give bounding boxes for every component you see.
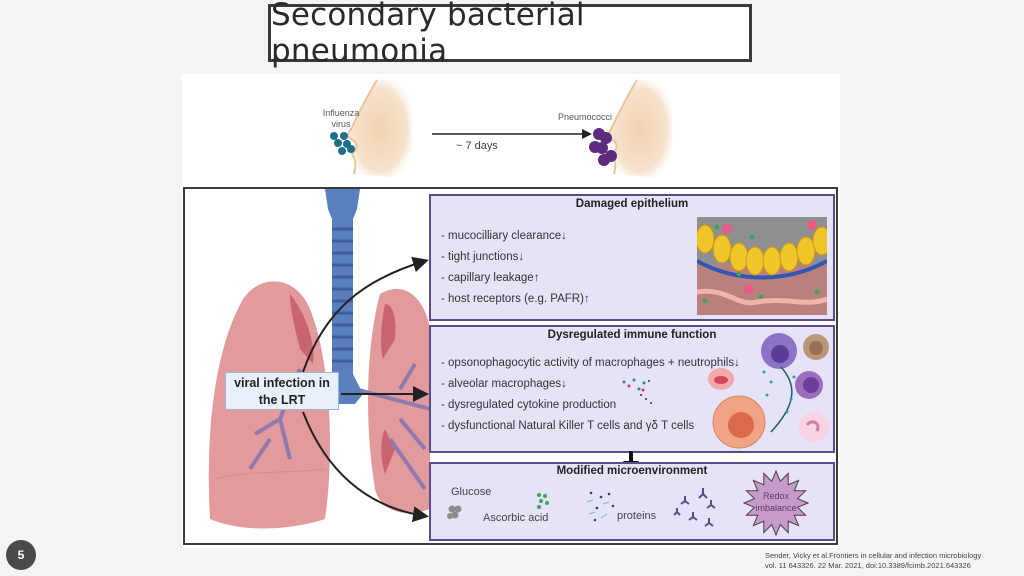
glucose-icon bbox=[447, 505, 462, 519]
citation: Sender, Vicky et al.Frontiers in cellula… bbox=[765, 551, 982, 570]
slide-number: 5 bbox=[6, 540, 36, 570]
pathogenesis-panel: viral infection in the LRT Damaged epith… bbox=[183, 187, 838, 545]
pneumococci-label: Pneumococci bbox=[558, 112, 613, 122]
arrow-to-epithelium bbox=[302, 256, 429, 373]
ascorbic-acid-label: Ascorbic acid bbox=[483, 512, 549, 524]
immune-item: - alveolar macrophages↓ bbox=[441, 378, 567, 390]
epithelium-item: - capillary leakage↑ bbox=[441, 272, 540, 284]
arrow-to-microenvironment bbox=[302, 411, 429, 523]
influenza-virus-icon bbox=[330, 132, 355, 155]
cytokine-icon bbox=[622, 378, 652, 404]
immune-function-title: Dysregulated immune function bbox=[547, 329, 717, 341]
transmission-panel: Influenza virus ~ 7 days Pneumococci bbox=[182, 74, 840, 182]
microenvironment-title: Modified microenvironment bbox=[556, 465, 708, 477]
glucose-label: Glucose bbox=[451, 486, 492, 498]
time-interval-label: ~ 7 days bbox=[456, 140, 498, 152]
viral-infection-lrt-label: viral infection in the LRT bbox=[225, 372, 339, 410]
damaged-epithelium-box: Damaged epithelium - mucocilliary cleara… bbox=[429, 194, 835, 321]
right-lung-icon bbox=[354, 288, 431, 513]
pneumococci-icon bbox=[589, 128, 617, 166]
immune-function-box: Dysregulated immune function - opsonopha… bbox=[429, 325, 835, 453]
influenza-label: Influenza virus bbox=[322, 108, 360, 129]
immune-item: - dysfunctional Natural Killer T cells a… bbox=[441, 420, 695, 432]
antibodies-icon bbox=[673, 488, 716, 527]
figure: Influenza virus ~ 7 days Pneumococci bbox=[182, 74, 840, 548]
slide-title-box: Secondary bacterial pneumonia bbox=[268, 0, 752, 69]
immune-item: - opsonophagocytic activity of macrophag… bbox=[441, 357, 740, 369]
nose-left-icon bbox=[345, 79, 412, 179]
redox-imbalance-label: Redox imbalance bbox=[755, 491, 797, 513]
proteins-label: proteins bbox=[617, 510, 657, 522]
ascorbic-acid-icon bbox=[537, 493, 549, 509]
immune-item: - dysregulated cytokine production bbox=[441, 399, 617, 411]
immune-cells-illustration bbox=[708, 333, 829, 449]
redox-starburst-icon bbox=[743, 470, 809, 536]
epithelium-item: - mucocilliary clearance↓ bbox=[441, 230, 567, 242]
epithelium-illustration bbox=[697, 217, 827, 315]
microenvironment-box: Modified microenvironment Glucose Ascorb… bbox=[429, 462, 835, 541]
damaged-epithelium-title: Damaged epithelium bbox=[575, 198, 689, 210]
transmission-arrow bbox=[432, 129, 592, 139]
epithelium-item: - tight junctions↓ bbox=[441, 251, 525, 263]
epithelium-item: - host receptors (e.g. PAFR)↑ bbox=[441, 293, 590, 305]
trachea-icon bbox=[325, 189, 363, 404]
proteins-icon bbox=[586, 491, 615, 522]
nose-right-icon bbox=[605, 79, 672, 179]
slide-title: Secondary bacterial pneumonia bbox=[271, 0, 585, 69]
